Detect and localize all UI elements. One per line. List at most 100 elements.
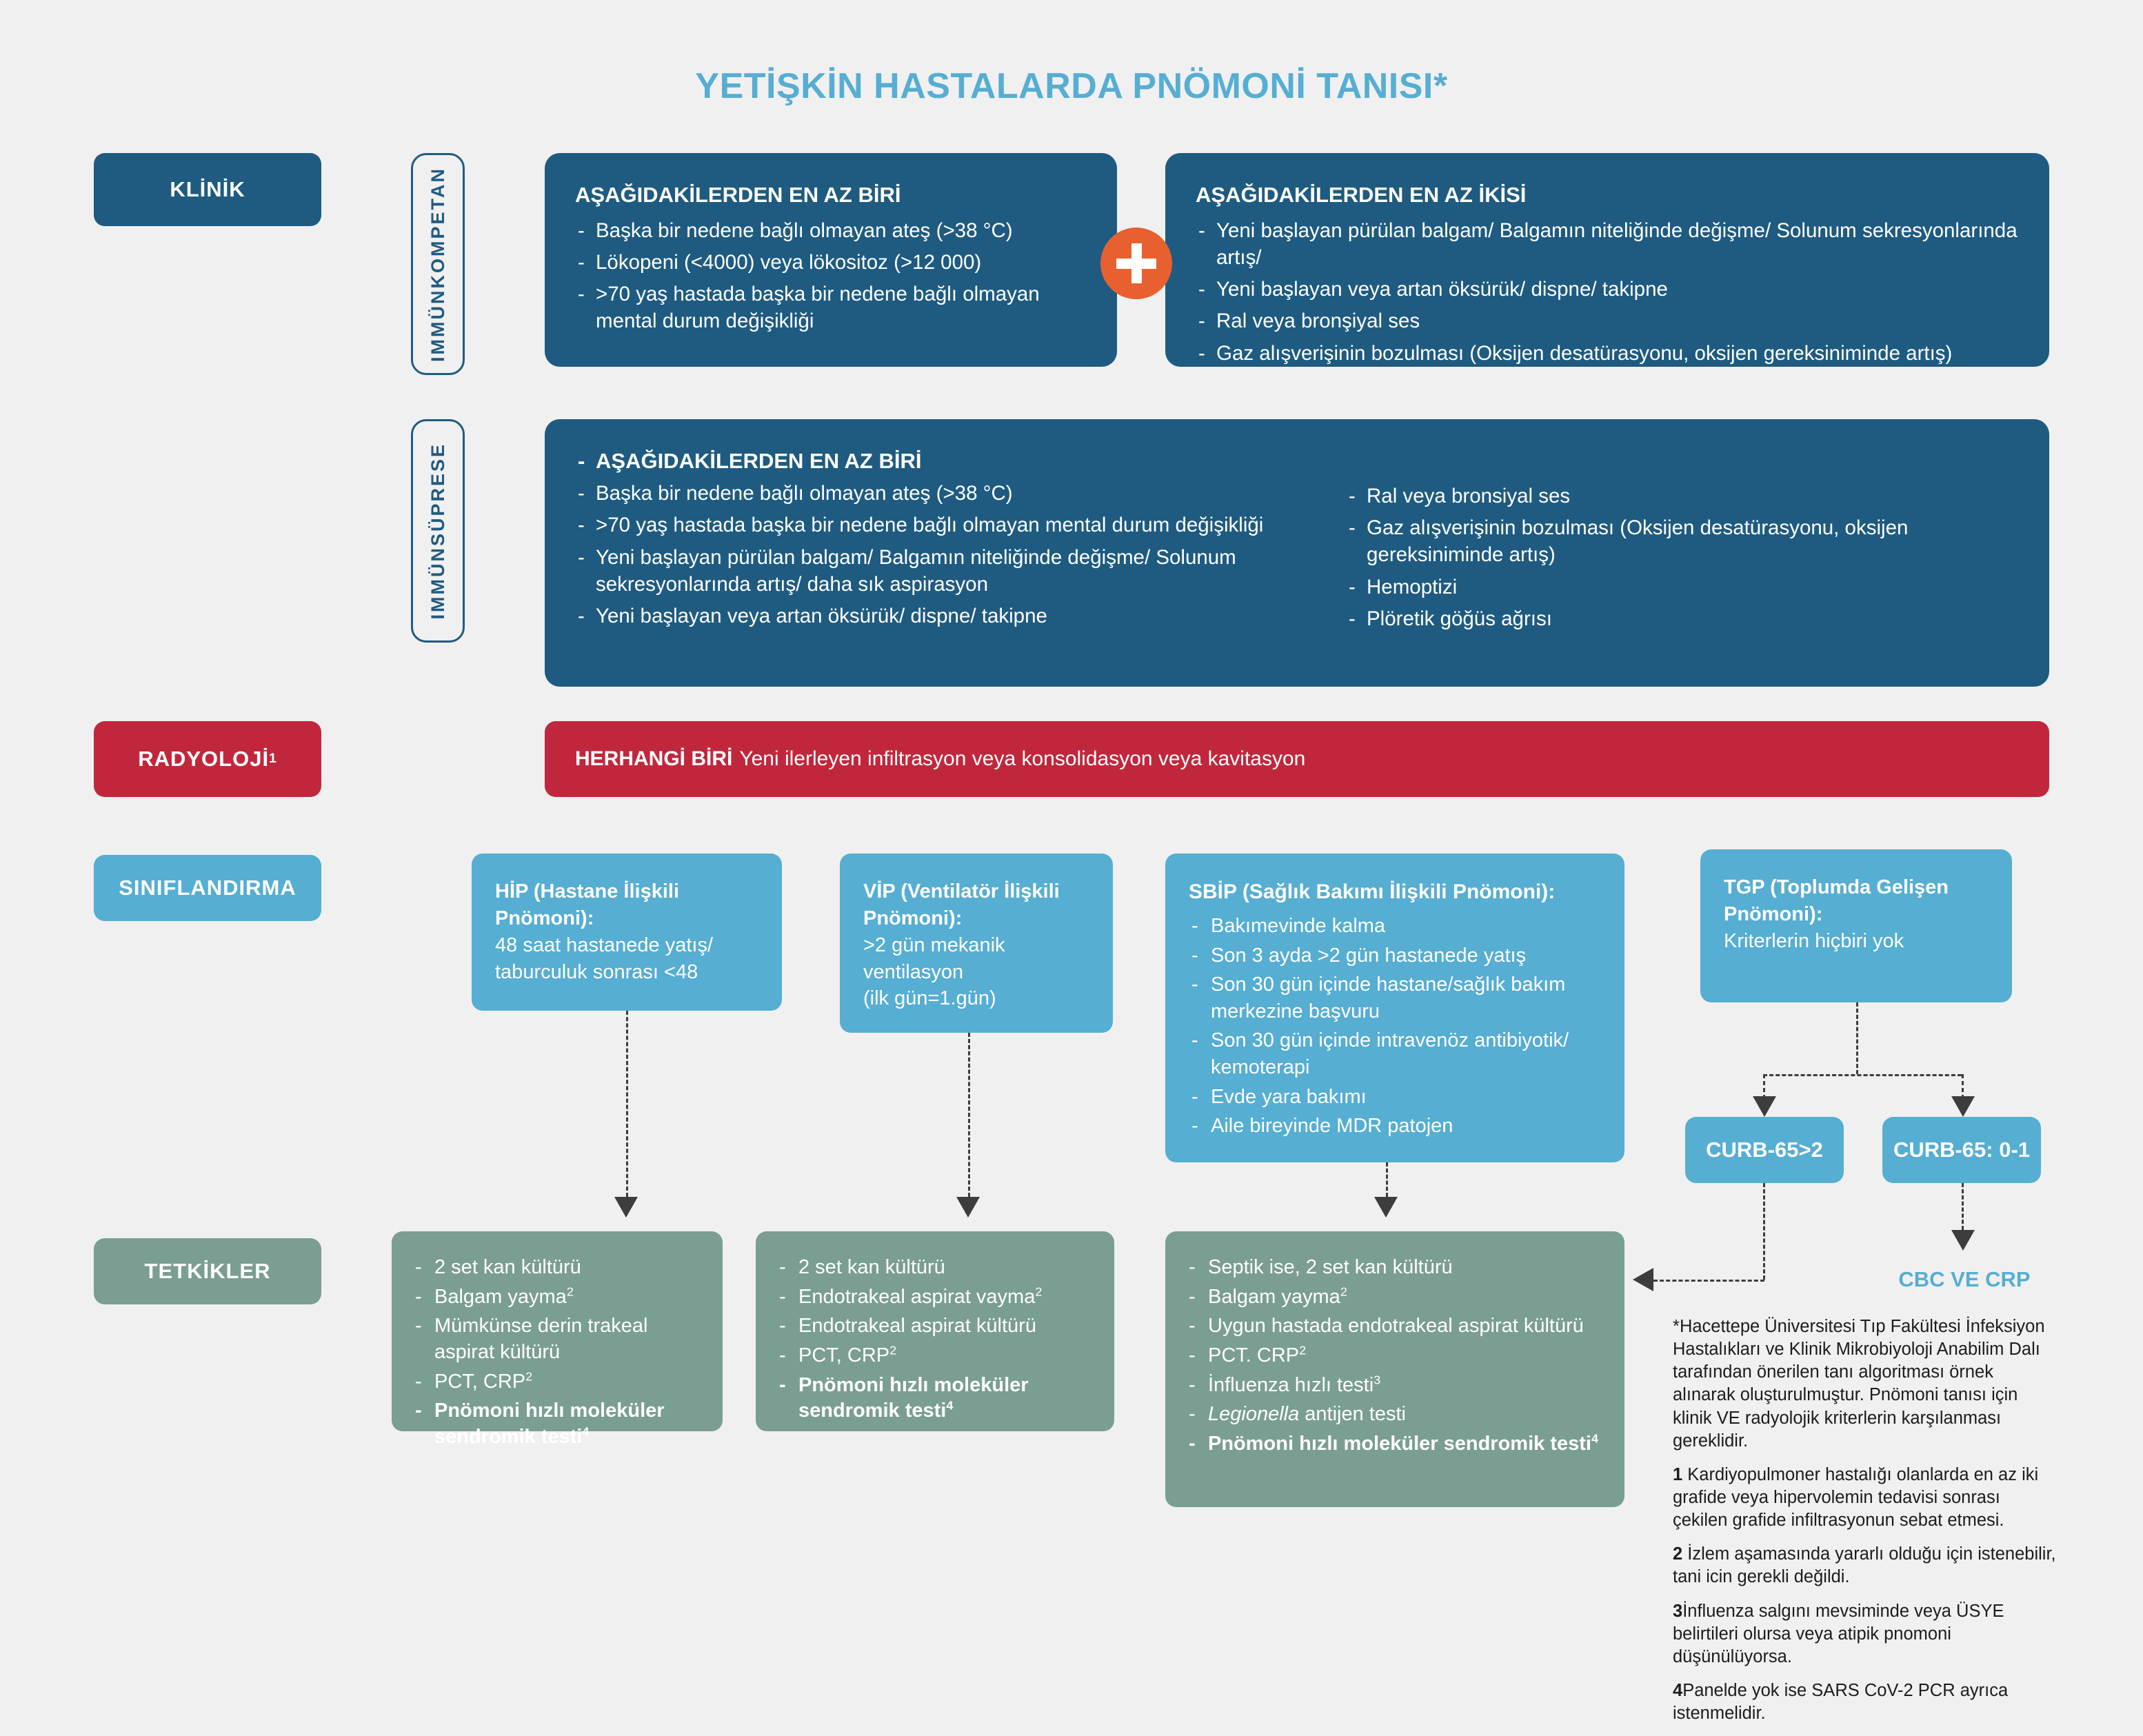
footnote-2: 2 İzlem aşamasında yararlı olduğu için i… — [1673, 1544, 2056, 1587]
stage-label-siniflandirma: SINIFLANDIRMA — [94, 855, 321, 921]
stage-label-klinik: KLİNİK — [94, 153, 321, 226]
classification-title-sbip: SBİP (Sağlık Bakımı İlişkili Pnömoni): — [1189, 880, 1556, 903]
tests-item: 2 set kan kültürü — [776, 1255, 1096, 1281]
connector-curb-high-down-vertical — [1763, 1183, 1765, 1280]
connector-curb-high-vertical — [1763, 1074, 1765, 1099]
criteria-item: Gaz alışverişinin bozulması (Oksijen des… — [1196, 340, 2022, 367]
side-label-immunsuprese-text: IMMÜNSÜPRESE — [427, 442, 448, 620]
tests-item-legionella: Legionella antijen testi — [1186, 1402, 1607, 1428]
classification-item: Son 3 ayda >2 gün hastanede yatış — [1189, 942, 1604, 969]
connector-tgp-vertical — [1856, 1002, 1858, 1074]
tests-list-sbip: Septik ise, 2 set kan kültürü Balgam yay… — [1186, 1255, 1607, 1457]
criteria-item: Ral veya bronşiyal ses — [1196, 307, 2022, 334]
tests-list-vip: 2 set kan kültürü Endotrakeal aspirat va… — [776, 1255, 1096, 1424]
criteria-item: Yeni başlayan veya artan öksürük/ dispne… — [1196, 276, 2022, 303]
side-label-immunsuprese: IMMÜNSÜPRESE — [411, 419, 465, 643]
classification-item: Aile bireyinde MDR patojen — [1189, 1113, 1604, 1140]
classification-detail-line: taburculuk sonrası <48 — [495, 960, 698, 983]
stage-label-tetkikler: TETKİKLER — [94, 1238, 321, 1304]
classification-box-vip: VİP (Ventilatör İlişkili Pnömoni): >2 gü… — [840, 854, 1113, 1033]
side-label-immunkompetan-text: IMMÜNKOMPETAN — [427, 166, 448, 362]
criteria-item: Başka bir nedene bağlı olmayan ateş (>38… — [575, 217, 1089, 244]
tests-item: Balgam yayma2 — [1186, 1284, 1607, 1311]
criteria-list: Başka bir nedene bağlı olmayan ateş (>38… — [575, 217, 1089, 335]
criteria-column-left: AŞAĞIDAKİLERDEN EN AZ BİRİ Başka bir ned… — [575, 447, 1306, 637]
curb-65-high-box: CURB-65>2 — [1685, 1117, 1844, 1183]
tests-box-vip: 2 set kan kültürü Endotrakeal aspirat va… — [756, 1231, 1114, 1431]
tests-item: Uygun hastada endotrakeal aspirat kültür… — [1186, 1313, 1607, 1340]
criteria-box-immunocompetent-one: AŞAĞIDAKİLERDEN EN AZ BİRİ Başka bir ned… — [545, 153, 1117, 367]
connector-hip-arrow — [614, 1197, 638, 1218]
criteria-list: Ral veya bronsiyal ses Gaz alışverişinin… — [1346, 483, 2035, 632]
tests-item: Pnömoni hızlı moleküler sendromik testi4 — [776, 1373, 1096, 1424]
radiology-criteria-band: HERHANGİ BİRİ Yeni ilerleyen infiltrasyon… — [545, 721, 2049, 797]
tests-item: PCT. CRP2 — [1186, 1343, 1607, 1369]
tests-box-sbip: Septik ise, 2 set kan kültürü Balgam yay… — [1165, 1231, 1624, 1507]
radiology-strong-label: HERHANGİ BİRİ — [575, 747, 733, 770]
connector-curb-low-arrow — [1951, 1096, 1975, 1117]
criteria-item: Gaz alışverişinin bozulması (Oksijen des… — [1346, 514, 2035, 568]
connector-vip-vertical — [968, 1033, 970, 1197]
tests-box-hip: 2 set kan kültürü Balgam yayma2 Mümkünse… — [392, 1231, 723, 1448]
connector-cbc-crp-vertical — [1962, 1183, 1964, 1230]
criteria-list: Yeni başlayan pürülan balgam/ Balgamın n… — [1196, 217, 2022, 367]
tests-item: İnfluenza hızlı testi3 — [1186, 1373, 1607, 1399]
connector-curb-high-arrow — [1753, 1096, 1776, 1117]
stage-label-tetkikler-text: TETKİKLER — [144, 1259, 271, 1283]
footnote-asterisk: *Hacettepe Üniversitesi Tıp Fakültesi İn… — [1673, 1317, 2045, 1451]
criteria-item: Ral veya bronsiyal ses — [1346, 483, 2035, 509]
connector-hip-vertical — [626, 1011, 628, 1197]
tests-item: Endotrakeal aspirat kültürü — [776, 1313, 1096, 1340]
stage-label-radyoloji-text: RADYOLOJİ — [138, 747, 270, 771]
connector-sbip-vertical — [1386, 1162, 1388, 1197]
connector-tgp-horizontal — [1763, 1074, 1962, 1076]
classification-item: Evde yara bakımı — [1189, 1084, 1604, 1111]
tests-item: Pnömoni hızlı moleküler sendromik testi4 — [412, 1398, 705, 1450]
criteria-box-immunosuppressed: AŞAĞIDAKİLERDEN EN AZ BİRİ Başka bir ned… — [545, 419, 2049, 687]
tests-item: Pnömoni hızlı moleküler sendromik testi4 — [1186, 1431, 1607, 1457]
classification-box-hip: HİP (Hastane İlişkili Pnömoni): 48 saat … — [472, 854, 782, 1011]
criteria-heading: AŞAĞIDAKİLERDEN EN AZ BİRİ — [575, 183, 901, 207]
tests-item: 2 set kan kültürü — [412, 1255, 705, 1281]
tests-list-hip: 2 set kan kültürü Balgam yayma2 Mümkünse… — [412, 1255, 705, 1451]
criteria-item: Plöretik göğüs ağrısı — [1346, 605, 2035, 632]
connector-curb-high-left-horizontal — [1653, 1280, 1764, 1282]
stage-label-siniflandirma-text: SINIFLANDIRMA — [119, 876, 296, 900]
tests-item: Endotrakeal aspirat vayma2 — [776, 1284, 1096, 1311]
classification-box-sbip: SBİP (Sağlık Bakımı İlişkili Pnömoni): B… — [1165, 854, 1624, 1162]
connector-vip-arrow — [956, 1197, 980, 1218]
curb-65-low-box: CURB-65: 0-1 — [1882, 1117, 2041, 1183]
classification-item: Son 30 gün içinde intravenöz antibiyotik… — [1189, 1027, 1604, 1080]
page-title: YETİŞKİN HASTALARDA PNÖMONİ TANISI* — [695, 66, 1448, 106]
plus-icon-vertical-bar — [1131, 243, 1142, 283]
radiology-text: Yeni ilerleyen infiltrasyon veya konsoli… — [739, 747, 1306, 770]
criteria-item: >70 yaş hastada başka bir nedene bağlı o… — [575, 281, 1089, 334]
tests-item: Mümkünse derin trakeal aspirat kültürü — [412, 1313, 705, 1365]
classification-detail-line: ventilasyon — [863, 960, 964, 983]
classification-item: Son 30 gün içinde hastane/sağlık bakım m… — [1189, 971, 1604, 1025]
criteria-list: AŞAĞIDAKİLERDEN EN AZ BİRİ Başka bir ned… — [575, 447, 1306, 630]
curb-65-low-label: CURB-65: 0-1 — [1893, 1138, 2031, 1162]
classification-detail-line: (ilk gün=1.gün) — [863, 987, 996, 1010]
tests-item: Balgam yayma2 — [412, 1284, 705, 1311]
footnote-4: 4Panelde yok ise SARS CoV-2 PCR ayrıca i… — [1673, 1680, 2009, 1724]
criteria-heading: AŞAĞIDAKİLERDEN EN AZ İKİSİ — [1196, 183, 1527, 207]
criteria-item: Başka bir nedene bağlı olmayan ateş (>38… — [575, 480, 1306, 507]
footnote-3: 3İnfluenza salgını mevsiminde veya ÜSYE … — [1673, 1601, 2004, 1666]
criteria-item: Lökopeni (<4000) veya lökositoz (>12 000… — [575, 249, 1089, 276]
classification-detail-line: Kriterlerin hiçbiri yok — [1724, 929, 1904, 952]
classification-title-hip: HİP (Hastane İlişkili Pnömoni): — [495, 880, 680, 929]
classification-title-tgp: TGP (Toplumda Gelişen Pnömoni): — [1724, 876, 1949, 925]
tests-item: PCT, CRP2 — [412, 1369, 705, 1395]
tests-item: Septik ise, 2 set kan kültürü — [1186, 1255, 1607, 1281]
footnote-1: 1 Kardiyopulmoner hastalığı olanlarda en… — [1673, 1464, 2039, 1531]
criteria-heading-item: AŞAĞIDAKİLERDEN EN AZ BİRİ — [575, 447, 1306, 475]
classification-title-vip: VİP (Ventilatör İlişkili Pnömoni): — [863, 880, 1060, 929]
criteria-item: Yeni başlayan veya artan öksürük/ dispne… — [575, 603, 1306, 629]
plus-icon — [1100, 228, 1172, 299]
curb-65-high-label: CURB-65>2 — [1706, 1138, 1823, 1162]
connector-curb-high-left-arrow — [1633, 1268, 1653, 1291]
stage-label-klinik-text: KLİNİK — [170, 177, 245, 201]
classification-list-sbip: Bakımevinde kalma Son 3 ayda >2 gün hast… — [1189, 913, 1604, 1140]
